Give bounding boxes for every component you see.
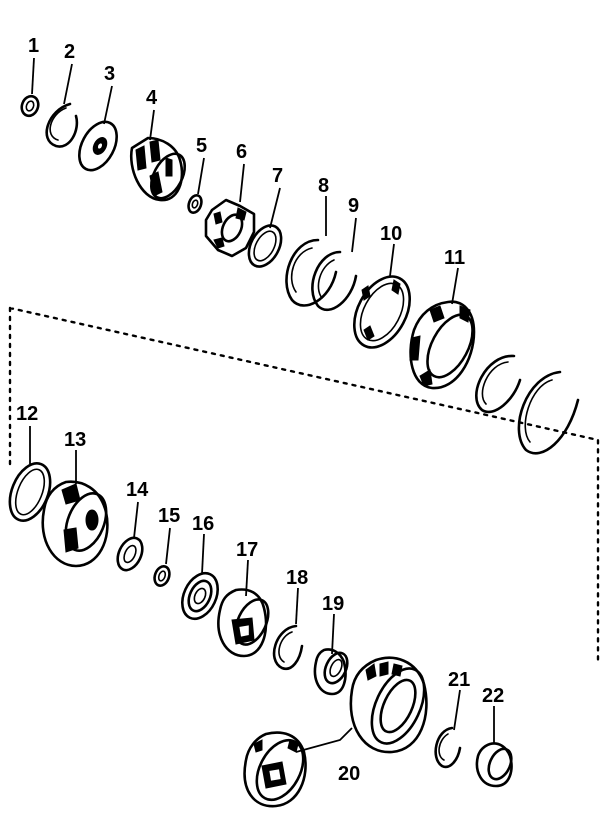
part-16-bearing-washer — [181, 571, 219, 621]
callout-3: 3 — [104, 63, 115, 85]
callout-6: 6 — [236, 141, 247, 163]
callout-7: 7 — [272, 165, 283, 187]
callout-13: 13 — [64, 429, 86, 451]
callout-19: 19 — [322, 593, 344, 615]
callout-10: 10 — [380, 223, 402, 245]
part-snap-ring-a — [475, 354, 522, 414]
leader-lines — [29, 57, 495, 753]
part-13-hub — [41, 480, 109, 568]
part-19-bushing — [313, 648, 349, 696]
callout-labels: 1 2 3 4 5 6 7 8 9 10 11 12 13 14 15 16 1… — [16, 35, 504, 785]
callout-21: 21 — [448, 669, 470, 691]
callout-5: 5 — [196, 135, 207, 157]
part-20-sun-plate — [243, 731, 307, 808]
part-3-thrust-washer — [78, 120, 118, 172]
callout-20: 20 — [338, 763, 360, 785]
callout-2: 2 — [64, 41, 75, 63]
part-14-thrust-washer — [116, 536, 144, 572]
part-9-snap-ring — [311, 250, 358, 312]
callout-18: 18 — [286, 567, 308, 589]
callout-1: 1 — [28, 35, 39, 57]
part-21-snap-ring — [434, 726, 462, 769]
callout-8: 8 — [318, 175, 329, 197]
part-18-snap-ring — [272, 624, 304, 671]
part-17-needle-bearing — [217, 588, 270, 658]
part-4-bearing — [129, 136, 187, 202]
part-20-drum — [349, 656, 428, 754]
part-5-washer — [187, 193, 203, 215]
part-2-snap-ring — [45, 102, 79, 148]
callout-22: 22 — [482, 685, 504, 707]
part-8-snap-ring — [285, 238, 338, 307]
assembly-group-outline — [8, 306, 600, 662]
callout-15: 15 — [158, 505, 180, 527]
callout-17: 17 — [236, 539, 258, 561]
part-6-gear — [204, 198, 256, 258]
callout-4: 4 — [146, 87, 158, 109]
part-11-clutch — [409, 300, 476, 390]
part-1-washer — [20, 94, 40, 118]
part-7-spline-ring — [247, 224, 283, 268]
part-22-bushing — [475, 742, 513, 788]
part-10-bearing-ring — [352, 275, 412, 349]
callout-12: 12 — [16, 403, 38, 425]
callout-9: 9 — [348, 195, 359, 217]
callout-14: 14 — [126, 479, 149, 501]
callout-16: 16 — [192, 513, 214, 535]
part-snap-ring-b — [517, 370, 580, 455]
part-15-washer — [153, 565, 171, 587]
callout-11: 11 — [444, 247, 465, 269]
